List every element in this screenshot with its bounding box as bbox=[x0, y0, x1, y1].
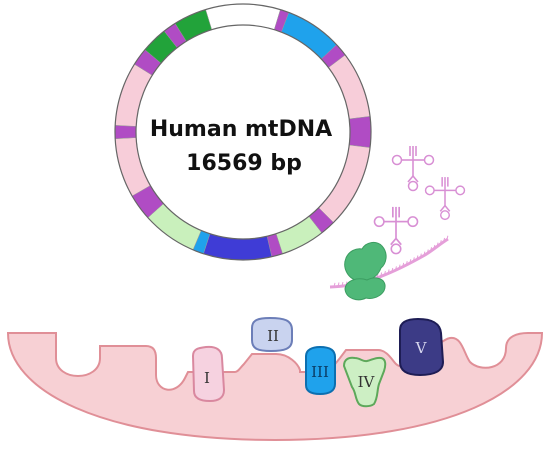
genome-segment bbox=[114, 137, 151, 197]
trna-icon bbox=[391, 146, 435, 192]
genome-ring-outline bbox=[114, 3, 372, 261]
genome-segment bbox=[328, 54, 371, 120]
genome-name-label: Human mtDNA bbox=[150, 117, 332, 142]
complex-v: V bbox=[399, 317, 445, 377]
complex-iv: IV bbox=[342, 356, 387, 408]
mtdna-genome-map bbox=[114, 3, 372, 261]
ribosome-icon bbox=[344, 241, 387, 301]
complex-iv-label: IV bbox=[358, 373, 376, 391]
complex-i-label: I bbox=[204, 369, 210, 387]
complex-v-label: V bbox=[415, 339, 428, 357]
trna-group bbox=[373, 146, 466, 255]
trna-icon bbox=[373, 206, 419, 255]
genome-segment bbox=[205, 3, 281, 30]
genome-segment bbox=[114, 125, 137, 139]
trna-icon bbox=[424, 177, 466, 221]
complex-i: I bbox=[191, 345, 226, 403]
complex-ii: II bbox=[251, 316, 293, 353]
complex-iii-label: III bbox=[311, 363, 329, 381]
complex-ii-label: II bbox=[267, 327, 279, 345]
genome-size-label: 16569 bp bbox=[186, 151, 302, 176]
complex-iii: III bbox=[305, 345, 336, 396]
genome-ring-outline bbox=[135, 24, 351, 240]
genome-segment bbox=[348, 116, 372, 148]
